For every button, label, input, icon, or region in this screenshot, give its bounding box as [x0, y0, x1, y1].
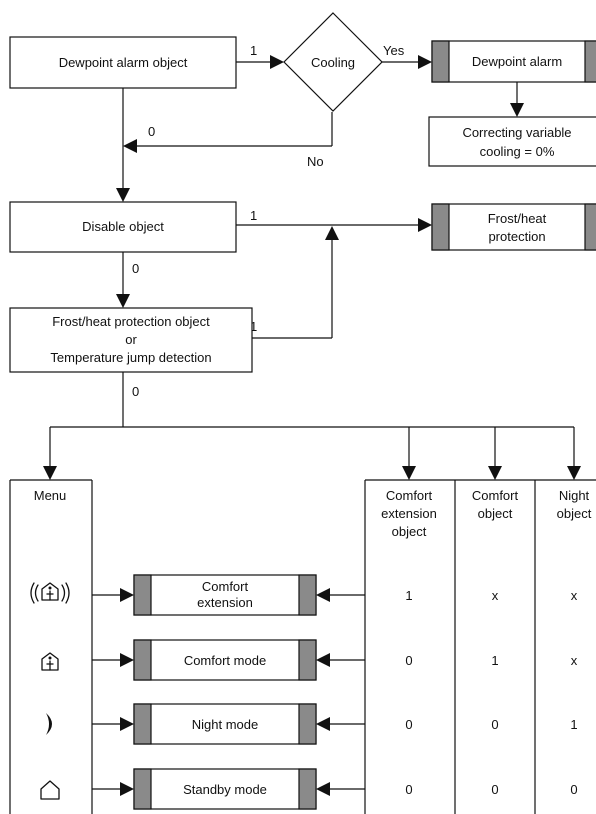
column-header-comfort-extension-1: Comfort [386, 488, 433, 503]
table-cell: 0 [491, 717, 498, 732]
row-arrow-in [120, 653, 134, 667]
comfort-extension-icon [30, 582, 70, 604]
column-header-comfort-1: Comfort [472, 488, 519, 503]
menu-header: Menu [34, 488, 67, 503]
label-disable-to-frost: 1 [250, 208, 257, 223]
dewpoint-alarm-object-label: Dewpoint alarm object [59, 55, 188, 70]
table-cell: x [492, 588, 499, 603]
arrow-no-return [123, 139, 137, 153]
dewpoint-alarm-label: Dewpoint alarm [472, 54, 562, 69]
frost-heat-object-box: Frost/heat protection object or Temperat… [9, 307, 253, 373]
arrow-to-comfort-ext-col [402, 466, 416, 480]
table-cell: 0 [405, 717, 412, 732]
label-frost-obj-down: 0 [132, 384, 139, 399]
cooling-label: Cooling [311, 55, 355, 70]
label-cooling-yes: Yes [383, 43, 405, 58]
label-frost-obj-to-frost: 1 [250, 319, 257, 334]
correcting-variable-box: Correcting variable cooling = 0% [428, 116, 596, 167]
arrow-to-frost-heat [418, 218, 432, 232]
label-dewpoint-to-cooling: 1 [250, 43, 257, 58]
row-arrow-out [316, 653, 330, 667]
comfort-mode-icon [41, 652, 59, 671]
arrow-to-dewpoint-alarm [418, 55, 432, 69]
frost-heat-protection-box: Frost/heat protection [431, 203, 596, 251]
correcting-variable-line-2: cooling = 0% [480, 144, 555, 159]
night-mode-label: Night mode [192, 717, 258, 732]
arrow-to-correcting-variable [510, 103, 524, 117]
mode-table: Menu Comfort extension object Comfort ob… [9, 479, 596, 814]
standby-mode-icon [40, 780, 60, 800]
arrow-to-night-col [567, 466, 581, 480]
label-disable-down: 0 [132, 261, 139, 276]
label-cooling-no: No [307, 154, 324, 169]
table-cell: x [571, 653, 578, 668]
arrowheads [43, 55, 581, 796]
frost-object-line-3: Temperature jump detection [50, 350, 211, 365]
table-cell: 0 [491, 782, 498, 797]
column-header-comfort-extension-3: object [392, 524, 427, 539]
disable-object-label: Disable object [82, 219, 164, 234]
comfort-mode-label: Comfort mode [184, 653, 266, 668]
column-header-comfort-2: object [478, 506, 513, 521]
table-cell: 0 [405, 653, 412, 668]
frost-object-line-1: Frost/heat protection object [52, 314, 210, 329]
frost-object-line-2: or [125, 332, 137, 347]
column-header-comfort-extension-2: extension [381, 506, 437, 521]
comfort-extension-label-1: Comfort [202, 579, 249, 594]
column-header-night-2: object [557, 506, 592, 521]
night-mode-box: Night mode [133, 703, 317, 745]
comfort-extension-label-2: extension [197, 595, 253, 610]
table-cell: 0 [405, 782, 412, 797]
table-cell: 0 [570, 782, 577, 797]
row-arrow-out [316, 782, 330, 796]
arrow-to-frost-object [116, 294, 130, 308]
arrow-to-disable-object [116, 188, 130, 202]
table-cell: x [571, 588, 578, 603]
table-cell: 1 [491, 653, 498, 668]
row-arrow-in [120, 717, 134, 731]
standby-mode-label: Standby mode [183, 782, 267, 797]
frost-heat-line-1: Frost/heat [488, 211, 547, 226]
table-values: 1 x x 0 1 x 0 0 1 0 0 0 [405, 588, 577, 797]
row-arrow-in [120, 782, 134, 796]
standby-mode-box: Standby mode [133, 768, 317, 810]
cooling-decision: Cooling [283, 12, 383, 112]
dewpoint-alarm-object-box: Dewpoint alarm object [9, 36, 237, 89]
comfort-mode-box: Comfort mode [133, 639, 317, 681]
arrow-to-cooling [270, 55, 284, 69]
dewpoint-alarm-box: Dewpoint alarm [431, 40, 596, 83]
arrow-to-comfort-col [488, 466, 502, 480]
column-header-night-1: Night [559, 488, 590, 503]
night-mode-icon [46, 713, 52, 735]
disable-object-box: Disable object [9, 201, 237, 253]
row-arrow-out [316, 717, 330, 731]
comfort-extension-mode-box: Comfort extension [133, 574, 317, 616]
table-cell: 1 [405, 588, 412, 603]
connectors [49, 61, 575, 790]
arrow-to-menu [43, 466, 57, 480]
table-cell: 1 [570, 717, 577, 732]
frost-heat-line-2: protection [488, 229, 545, 244]
label-no-return: 0 [148, 124, 155, 139]
row-arrow-in [120, 588, 134, 602]
arrow-up-junction [325, 226, 339, 240]
edge-labels: 1 Yes No 0 1 0 1 0 [132, 43, 405, 399]
row-arrow-out [316, 588, 330, 602]
correcting-variable-line-1: Correcting variable [462, 125, 571, 140]
